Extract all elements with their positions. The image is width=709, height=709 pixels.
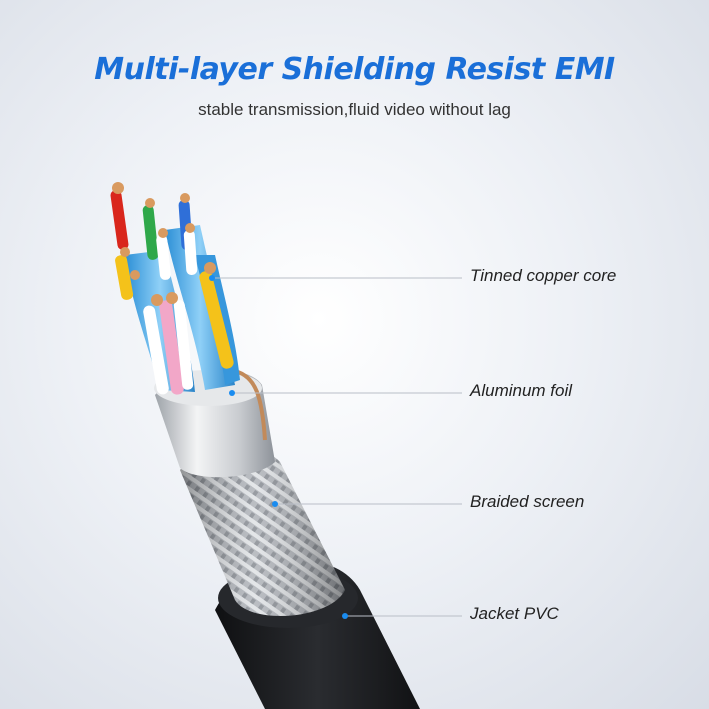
colored-wires — [110, 190, 234, 395]
callout-label-jacket-pvc: Jacket PVC — [470, 604, 559, 623]
callout-lines — [209, 275, 462, 619]
callout-dot-foil — [229, 390, 235, 396]
callout-label-braided-screen: Braided screen — [470, 492, 585, 511]
callout-dot-core — [209, 275, 215, 281]
callout-label-tinned-copper-core: Tinned copper core — [470, 266, 617, 285]
copper-tips — [112, 182, 216, 306]
braid-layer — [180, 448, 345, 617]
callout-dot-braid — [272, 501, 278, 507]
page-subtitle: stable transmission,fluid video without … — [198, 100, 511, 119]
callout-label-aluminum-foil: Aluminum foil — [470, 381, 573, 400]
page-title: Multi-layer Shielding Resist EMI — [94, 52, 615, 87]
callout-dot-jacket — [342, 613, 348, 619]
